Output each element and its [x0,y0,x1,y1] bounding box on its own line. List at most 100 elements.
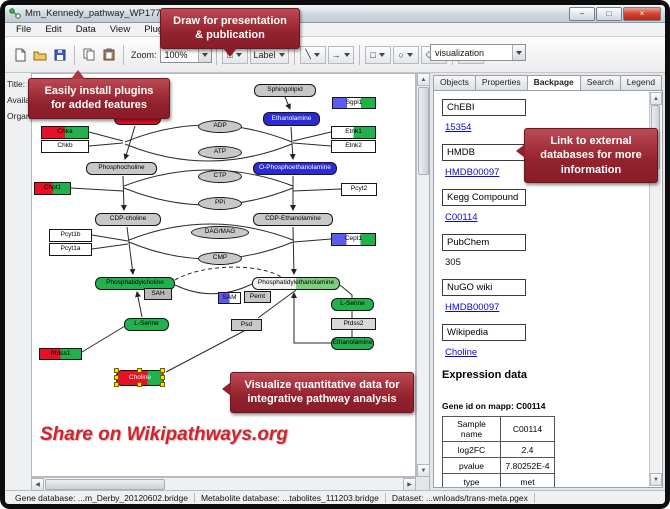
pathway-node-ethanolamine[interactable]: Ethanolamine [263,112,320,126]
pathway-node-cdp-choline[interactable]: CDP-choline [95,213,161,226]
visualization-value: visualization [435,47,485,58]
pathway-node-ptdss1[interactable]: Ptdss1 [39,348,82,360]
database-link[interactable]: C00114 [445,212,478,223]
window-title: Mm_Kennedy_pathway_WP1771_45176.gpml [25,8,221,19]
new-file-icon [15,48,25,61]
pathway-node-choline[interactable]: Choline [114,368,165,387]
menu-item-file[interactable]: File [16,24,32,35]
database-link[interactable]: HMDB00097 [445,302,500,313]
pathway-node-ctp[interactable]: CTP [198,170,242,183]
selection-handle[interactable] [114,368,119,373]
pathway-node-sphingolipid[interactable]: Sphingolipid [254,84,316,97]
pathway-node-sgpl1[interactable]: Sgpl1 [332,97,376,109]
tab-backpage[interactable]: Backpage [526,75,581,90]
database-link[interactable]: HMDB00097 [445,167,500,178]
pathway-node-phosphocholine[interactable]: Phosphocholine [86,162,157,175]
database-header: HMDB [442,144,526,161]
line-tool[interactable]: ╲ [299,45,326,64]
pathway-node-ptdss2[interactable]: Ptdss2 [331,318,376,330]
database-link[interactable]: 15354 [445,122,472,133]
pathway-node-psd[interactable]: Psd [231,319,262,331]
pathway-node-sam[interactable]: SAM [218,292,241,304]
menu-item-view[interactable]: View [109,24,131,35]
selection-handle[interactable] [114,382,119,387]
horizontal-scroll-thumb[interactable] [45,479,165,490]
pathway-node-chpt1[interactable]: Chpt1 [34,182,71,195]
tab-legend[interactable]: Legend [619,75,663,90]
canvas-vertical-scrollbar[interactable]: ▲ ▼ [416,73,430,477]
pathway-node-ppi[interactable]: PPi [198,197,242,210]
selection-handle[interactable] [137,382,142,387]
scroll-up-icon[interactable]: ▲ [417,73,430,86]
pathway-node-pcyt2[interactable]: Pcyt2 [341,183,377,196]
pathway-node-sah[interactable]: SAH [144,288,172,300]
expression-table-cell: met [500,473,555,487]
copy-button[interactable] [79,45,99,65]
selection-handle[interactable] [160,375,165,380]
panel-scrollbar[interactable]: ▲ ▼ [649,92,662,486]
scroll-left-icon[interactable]: ◀ [31,478,44,491]
visualization-dropdown-icon[interactable] [512,45,525,60]
pathway-node-cept1[interactable]: Cept1 [331,233,376,246]
status-bar: Gene database: ...m_Derby_20120602.bridg… [5,490,665,504]
toolbar: Zoom: 100% □Label╲→□○◇↶ visualization [5,37,665,73]
maximize-button[interactable]: □ [596,6,622,21]
vertical-scroll-thumb[interactable] [418,87,429,175]
pathway-node-pcyt1b[interactable]: Pcyt1b [49,229,92,242]
close-button[interactable]: × [623,6,661,21]
pathway-node-cmp[interactable]: CMP [198,252,242,265]
menu-item-plugins[interactable]: Plugins [137,24,182,35]
minimize-button[interactable]: – [569,6,595,21]
pathway-node-phosphatidylethanolamine[interactable]: Phosphatidylethanolamine [252,277,340,290]
pathway-node-pcyt1a[interactable]: Pcyt1a [49,243,92,256]
menu-item-edit[interactable]: Edit [45,24,62,35]
canvas-horizontal-scrollbar[interactable]: ◀ ▶ [31,477,416,491]
selection-handle[interactable] [137,368,142,373]
pathway-node-atp[interactable]: ATP [198,146,242,159]
pathway-node-etnk1[interactable]: Etnk1 [331,126,376,139]
pathway-node-etnk2[interactable]: Etnk2 [331,140,376,153]
scroll-down-icon[interactable]: ▼ [417,464,430,477]
pathway-node-adp[interactable]: ADP [198,120,242,133]
paste-button[interactable] [99,45,119,65]
panel-scroll-up-icon[interactable]: ▲ [650,92,662,105]
pathway-node-l-serine[interactable]: L-Serine [331,298,374,311]
pathway-node-o-phosphoethanolamine[interactable]: O-Phosphoethanolamine [253,162,337,175]
pathway-node-dag-mag[interactable]: DAG/MAG [191,226,249,239]
oval-tool[interactable]: ○ [392,45,419,64]
pathway-node-phosphatidylcholine[interactable]: Phosphatidylcholine [95,277,175,290]
tab-objects[interactable]: Objects [433,75,476,90]
menu-bar: FileEditDataViewPluginsHelp [5,23,665,37]
menu-item-data[interactable]: Data [75,24,96,35]
pathway-node-ethanolamine[interactable]: Ethanolamine [331,337,374,350]
panel-scroll-down-icon[interactable]: ▼ [650,473,662,486]
scroll-right-icon[interactable]: ▶ [403,478,416,491]
selection-handle[interactable] [114,375,119,380]
visualization-select[interactable]: visualization [430,44,526,61]
new-button[interactable] [10,45,30,65]
zoom-dropdown-icon[interactable] [197,47,211,62]
save-button[interactable] [50,45,70,65]
save-disk-icon [54,49,66,60]
arrow-tool[interactable]: → [327,45,354,64]
tab-properties[interactable]: Properties [474,75,528,90]
open-button[interactable] [30,45,50,65]
pathway-node-cdp-ethanolamine[interactable]: CDP-Ethanolamine [253,213,333,226]
selection-handle[interactable] [160,368,165,373]
pathway-node-pemt[interactable]: Pemt [244,291,271,303]
database-header: PubChem [442,234,526,251]
pathway-node-l-serine[interactable]: L-Serine [124,318,169,331]
pathway-node-chkb[interactable]: Chkb [41,140,89,153]
selection-handle[interactable] [160,382,165,387]
rectangle-tool[interactable]: □ [364,45,391,64]
pathway-node-chka[interactable]: Chka [41,126,89,139]
app-icon [9,7,21,19]
window-titlebar[interactable]: Mm_Kennedy_pathway_WP1771_45176.gpml – □… [5,5,665,23]
callout-link: Link to external databases for more info… [516,128,658,183]
tab-search[interactable]: Search [579,75,621,90]
database-link[interactable]: Choline [445,347,478,358]
